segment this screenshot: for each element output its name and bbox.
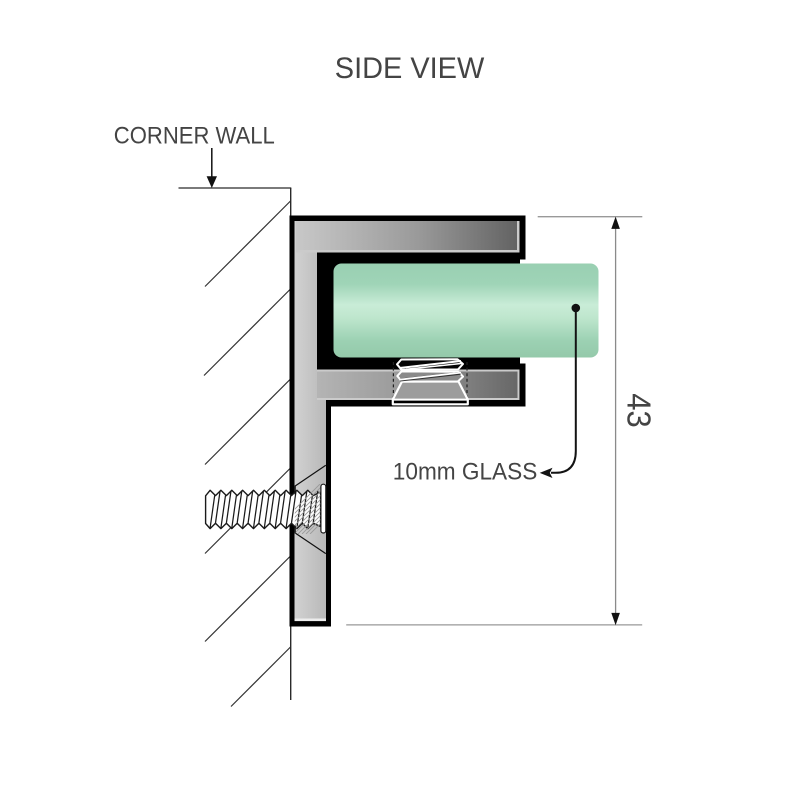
svg-text:43: 43 [620, 393, 657, 428]
svg-text:10mm GLASS: 10mm GLASS [393, 459, 538, 486]
svg-text:CORNER WALL: CORNER WALL [114, 122, 275, 149]
svg-text:SIDE VIEW: SIDE VIEW [335, 52, 485, 85]
